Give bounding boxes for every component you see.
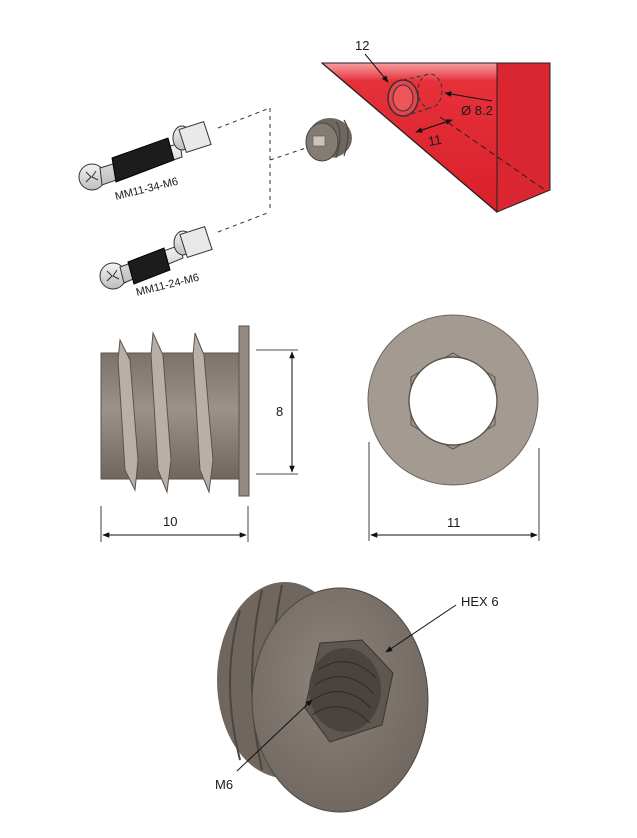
thread-label: M6 [215,777,233,792]
connector-lines [217,107,307,233]
side-view: 8 10 [100,325,298,542]
side-width-label: 10 [163,514,177,529]
hole-length-label: 11 [427,132,443,149]
bolt-long: MM11-34-M6 [78,120,212,203]
depth-label: 12 [355,38,369,53]
bolt-long-label: MM11-34-M6 [114,176,180,203]
panel-section: 12 Ø 8.2 11 [320,38,551,214]
hex-label: HEX 6 [461,594,499,609]
panel-side-face [496,62,551,213]
front-view: 11 [367,314,540,541]
side-height-label: 8 [276,404,283,419]
insert-nut-small [305,118,352,162]
thread-ridge-icon [117,331,214,494]
bolt-short: MM11-24-M6 [99,225,213,299]
front-diameter-label: 11 [447,515,461,530]
iso-view: HEX 6 M6 [215,582,499,813]
diameter-label: Ø 8.2 [461,103,493,118]
